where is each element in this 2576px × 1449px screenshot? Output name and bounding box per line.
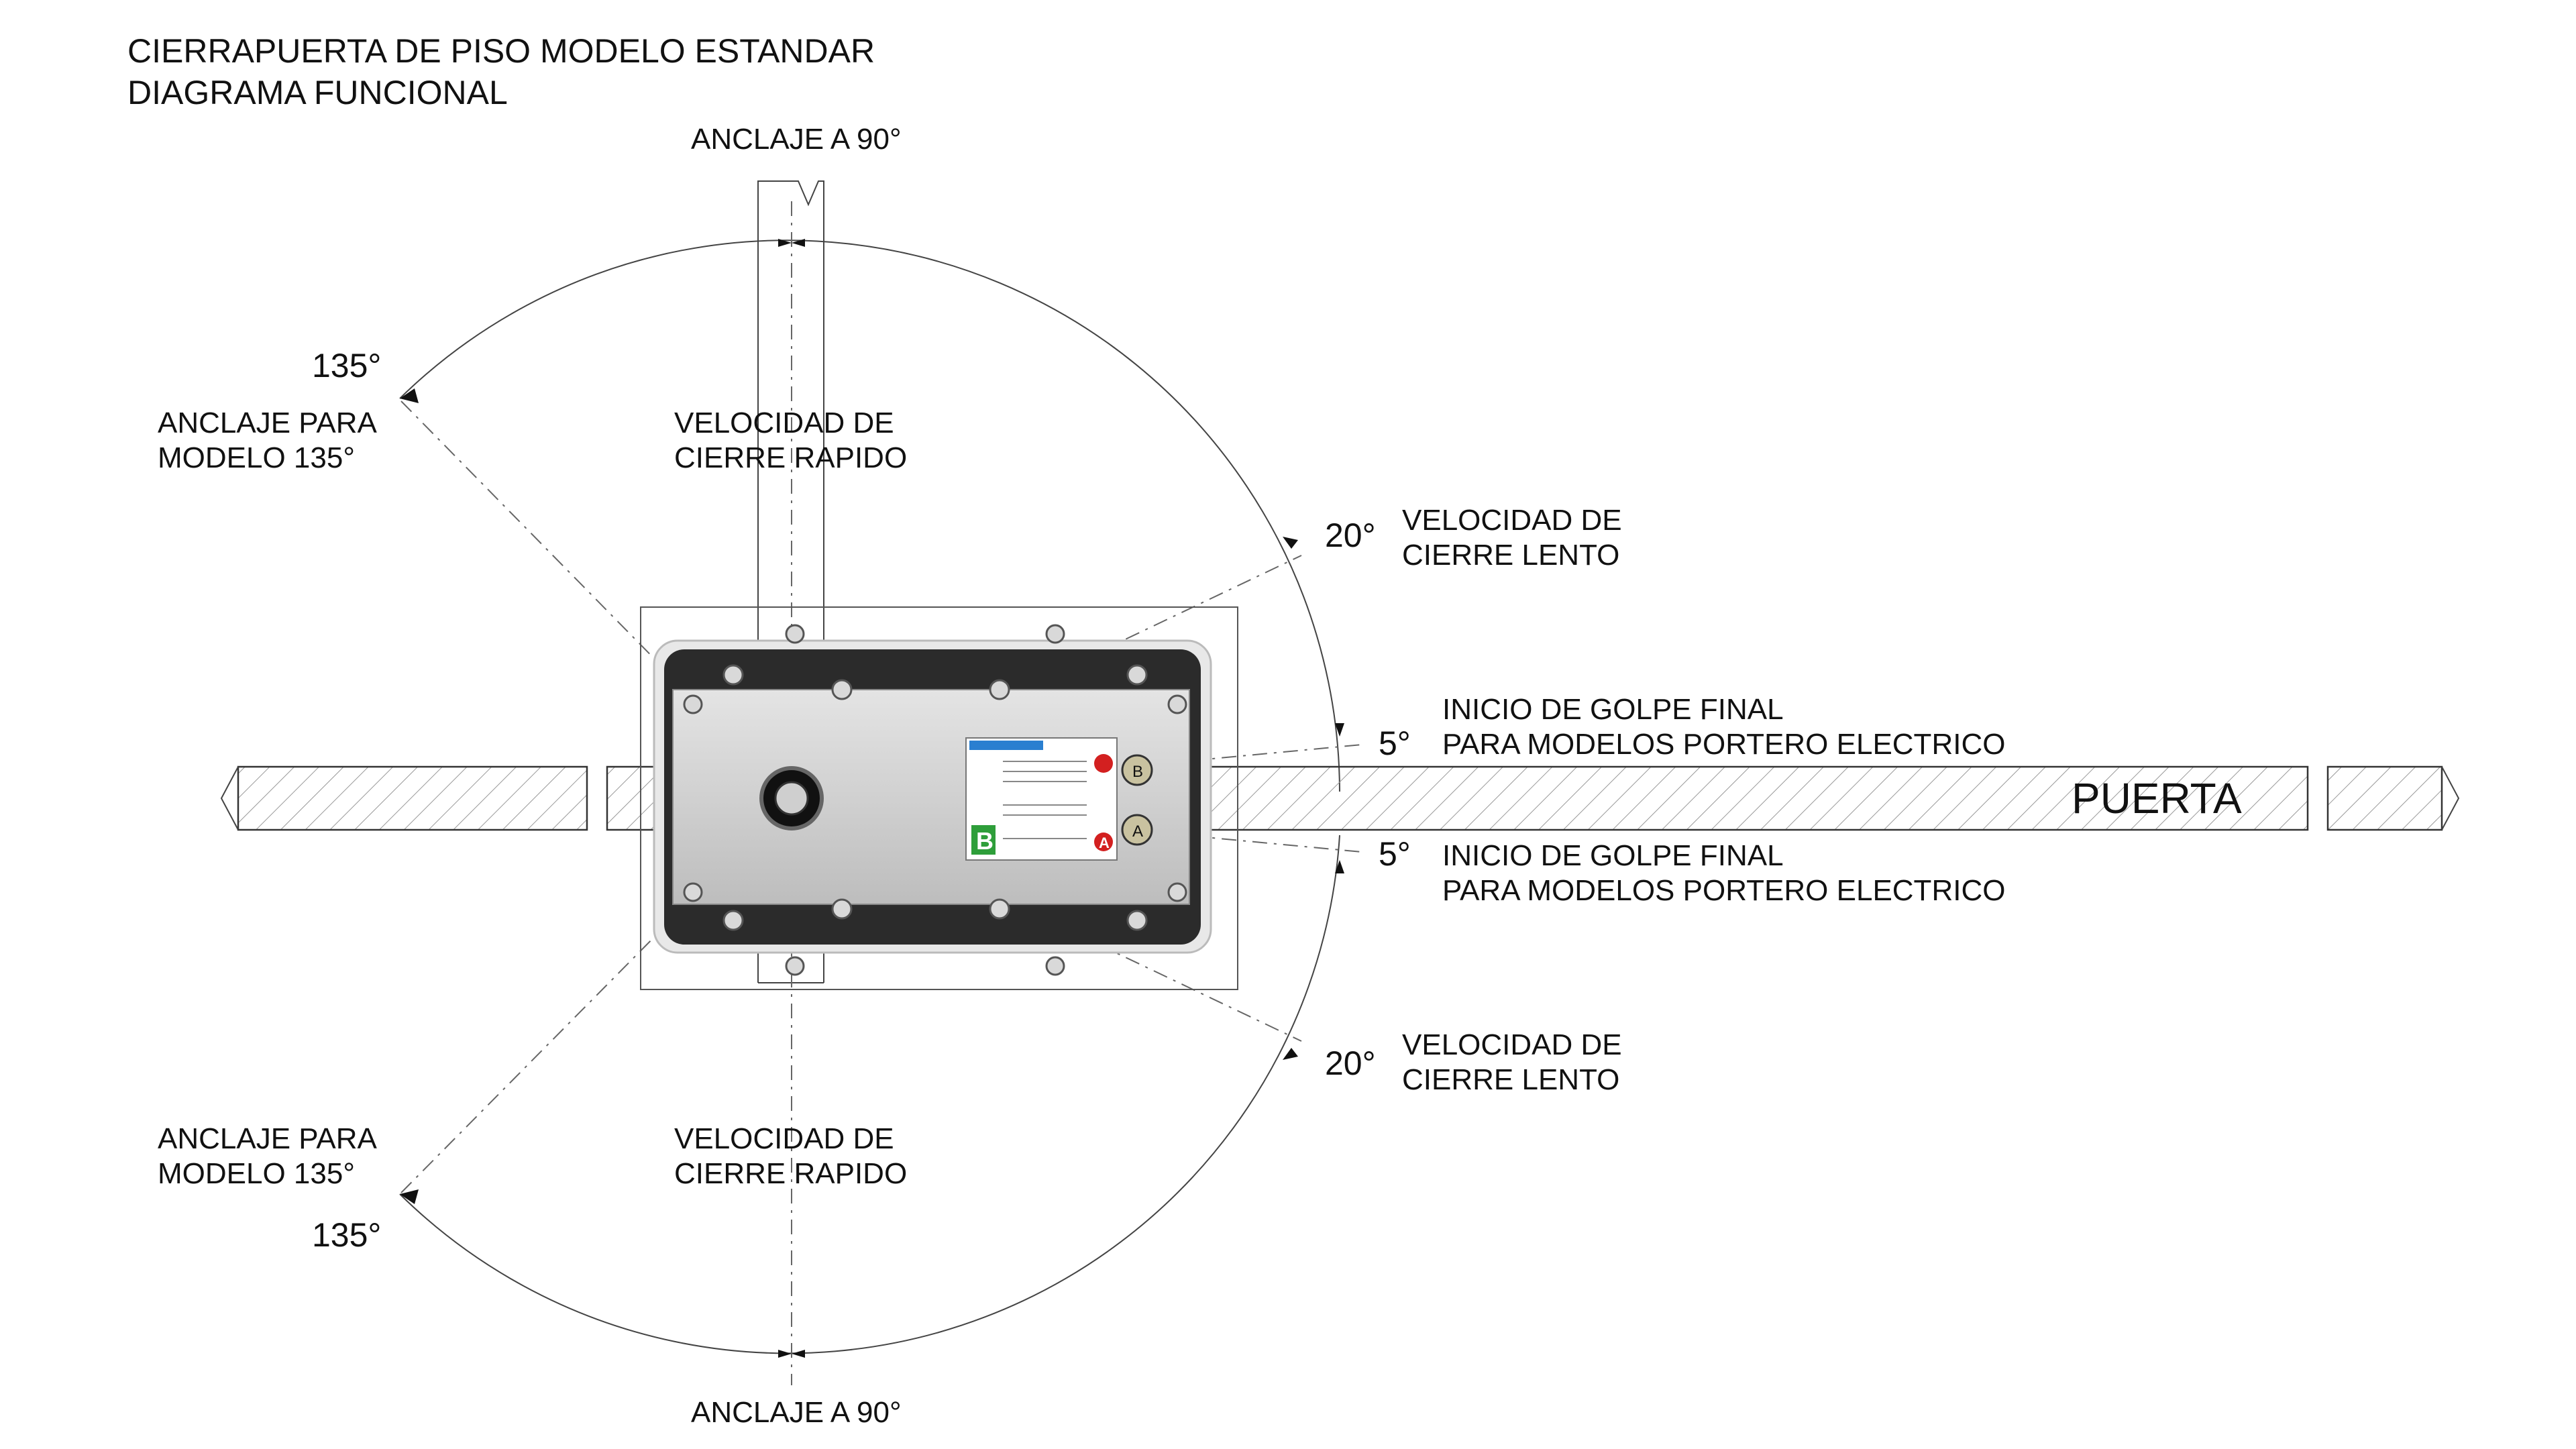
rapid-close-lower-line1: VELOCIDAD DE <box>674 1122 894 1155</box>
rapid-close-lower-line2: CIERRE RAPIDO <box>674 1157 907 1190</box>
angle-135-lower: 135° <box>312 1216 381 1254</box>
valve-a-label: A <box>1132 822 1143 841</box>
angle-135-upper: 135° <box>312 347 381 384</box>
diagram-title-line1: CIERRAPUERTA DE PISO MODELO ESTANDAR <box>127 32 875 70</box>
slow-close-lower-line1: VELOCIDAD DE <box>1402 1028 1622 1061</box>
angle-5-upper: 5° <box>1379 724 1411 762</box>
angle-5-lower: 5° <box>1379 835 1411 873</box>
slow-close-upper-line1: VELOCIDAD DE <box>1402 504 1622 537</box>
door-label: PUERTA <box>2072 774 2242 822</box>
rapid-close-upper-line1: VELOCIDAD DE <box>674 407 894 439</box>
arc-arrows <box>400 239 1344 1358</box>
angle-20-upper: 20° <box>1325 517 1376 554</box>
latch-upper-line2: PARA MODELOS PORTERO ELECTRICO <box>1442 728 2005 761</box>
angle-20-lower: 20° <box>1325 1044 1376 1082</box>
badge-a: A <box>1099 835 1110 851</box>
anchor-135-lower-line2: MODELO 135° <box>158 1157 355 1190</box>
anchor-90-bottom-label: ANCLAJE A 90° <box>691 1396 902 1429</box>
latch-upper-line1: INICIO DE GOLPE FINAL <box>1442 693 1784 726</box>
latch-lower-line2: PARA MODELOS PORTERO ELECTRICO <box>1442 874 2005 907</box>
anchor-135-upper-line1: ANCLAJE PARA <box>158 407 377 439</box>
floor-closer-device: B A B A <box>640 606 1238 990</box>
anchor-135-upper-line2: MODELO 135° <box>158 441 355 474</box>
badge-b: B <box>976 827 994 855</box>
diagram-title-line2: DIAGRAMA FUNCIONAL <box>127 74 508 111</box>
instruction-label: B A <box>965 737 1118 861</box>
latch-lower-line1: INICIO DE GOLPE FINAL <box>1442 839 1784 872</box>
anchor-90-top-label: ANCLAJE A 90° <box>691 123 902 156</box>
rapid-close-upper-line2: CIERRE RAPIDO <box>674 441 907 474</box>
anchor-135-lower-line1: ANCLAJE PARA <box>158 1122 377 1155</box>
slow-close-upper-line2: CIERRE LENTO <box>1402 539 1619 572</box>
swing-arc <box>399 239 1340 1354</box>
valve-b-label: B <box>1132 763 1143 781</box>
slow-close-lower-line2: CIERRE LENTO <box>1402 1063 1619 1096</box>
